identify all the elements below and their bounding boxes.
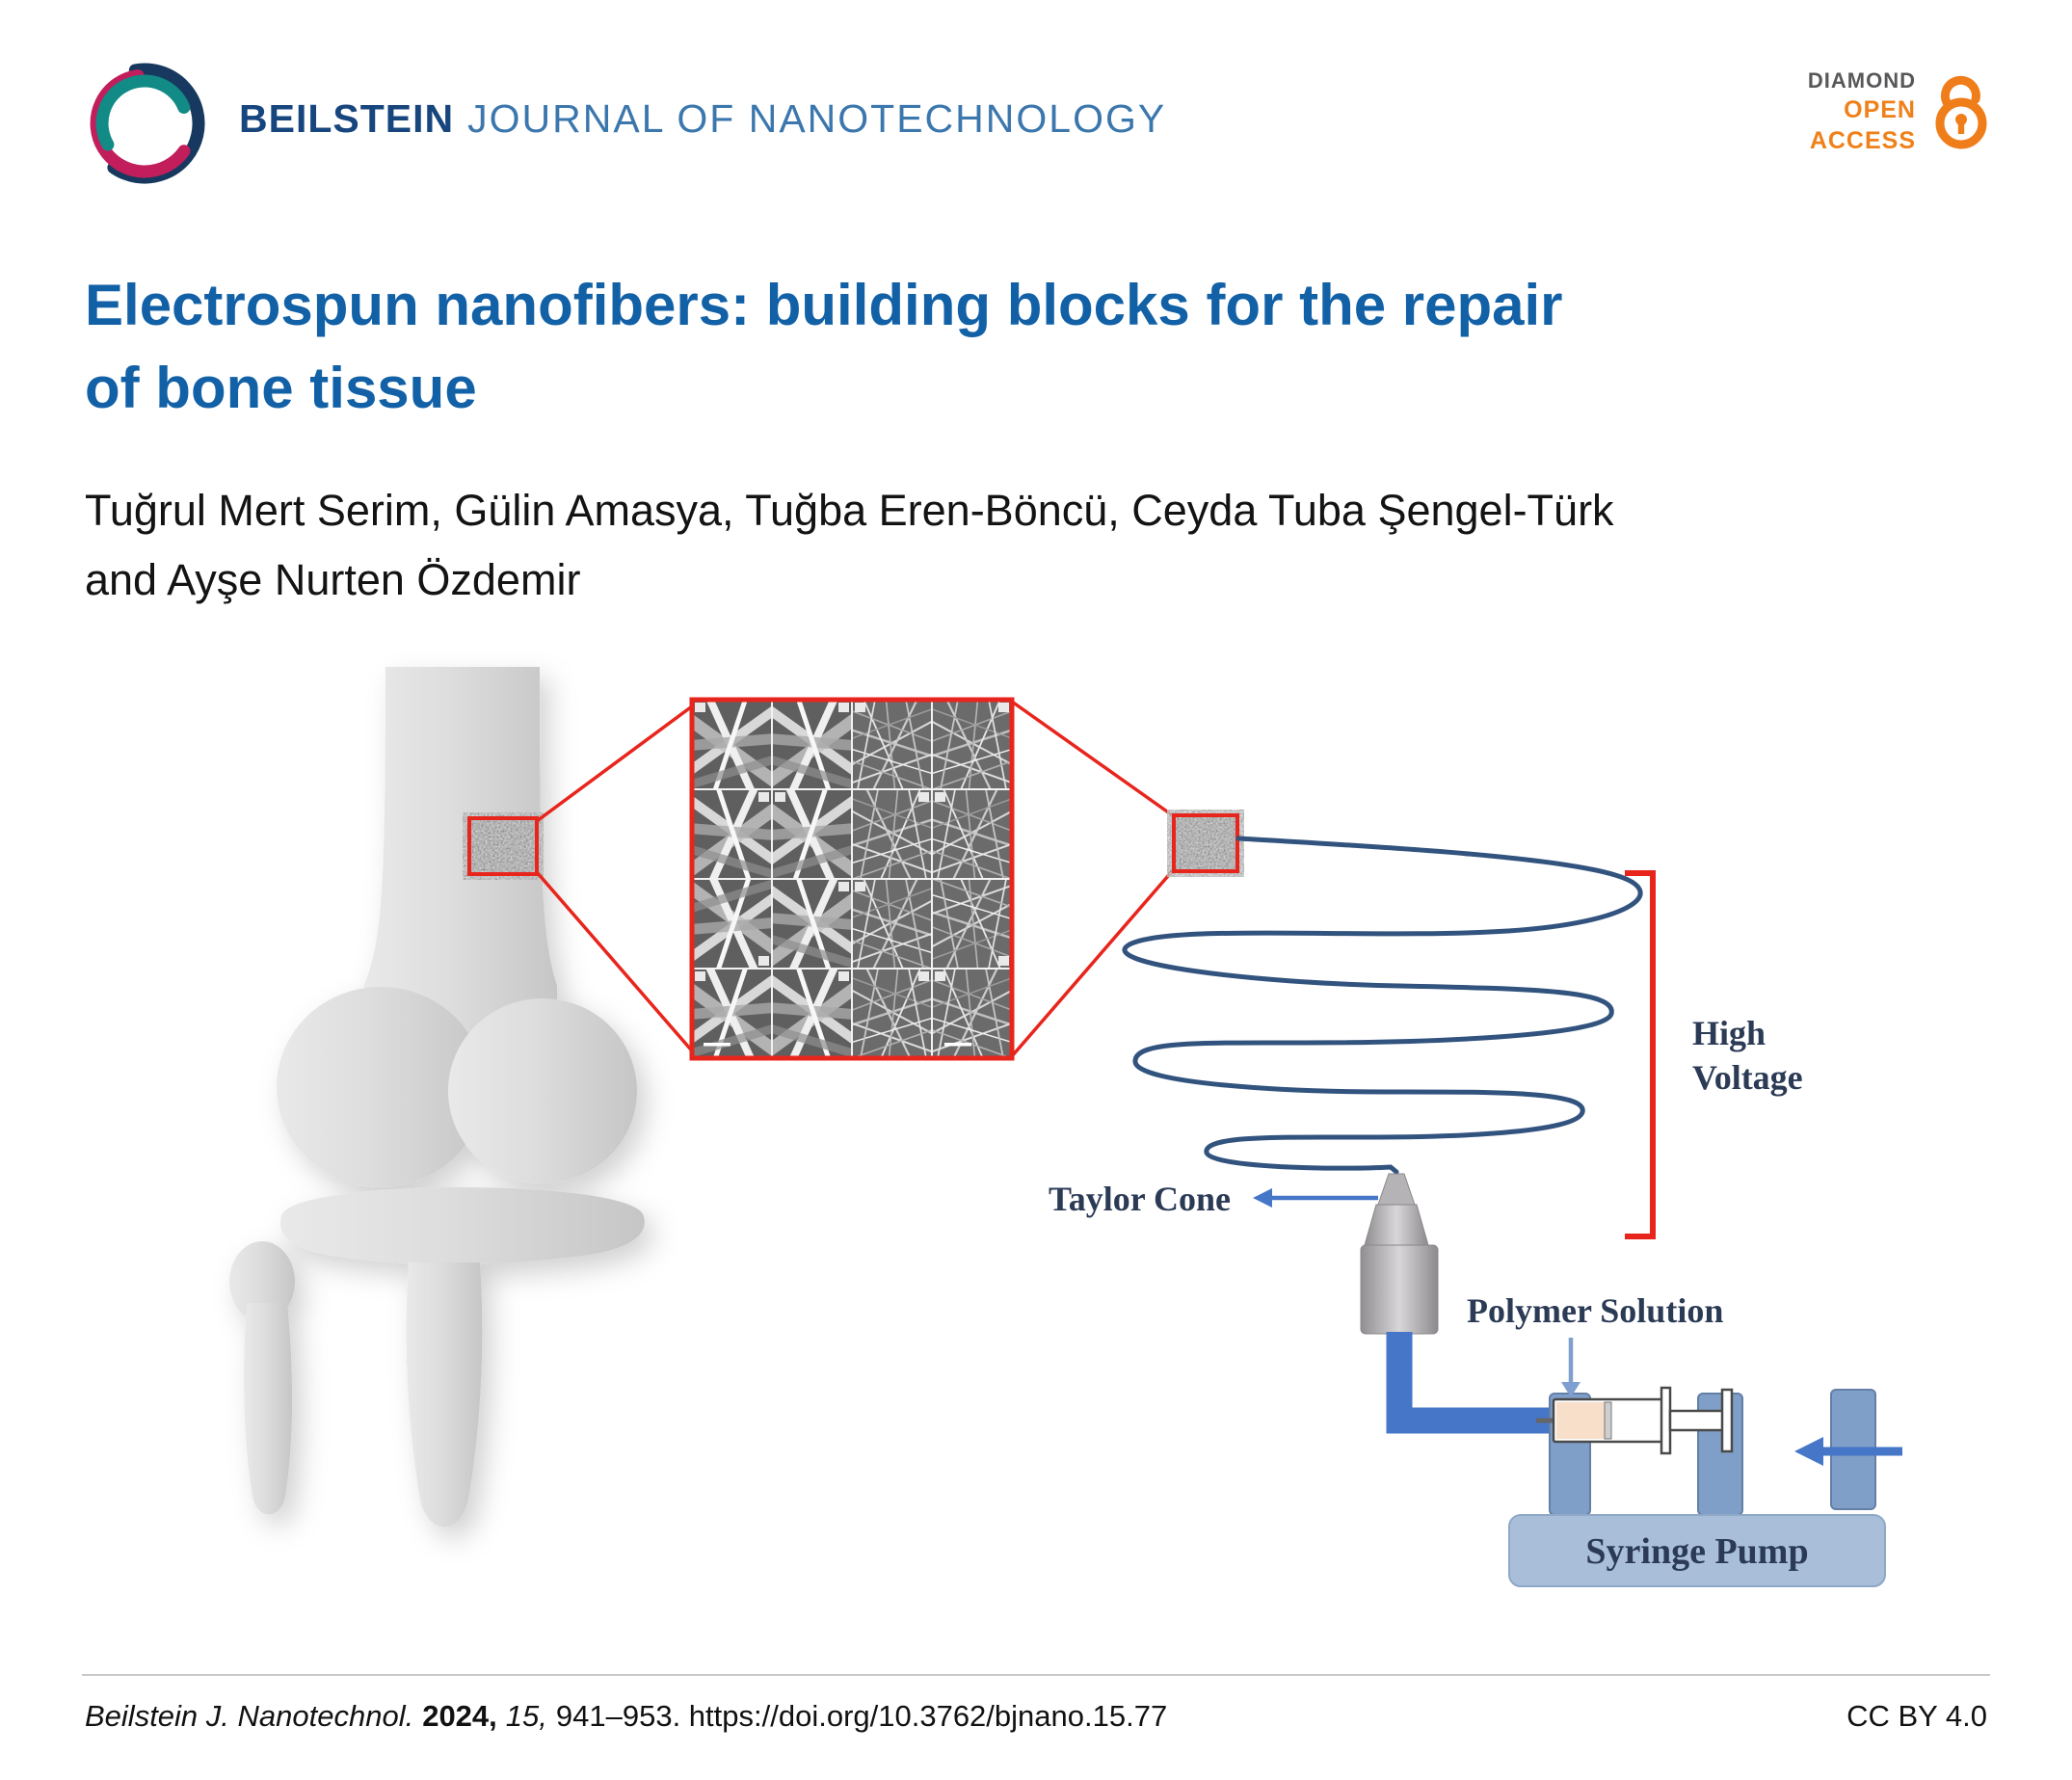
beilstein-swirl-logo [90,63,205,184]
high-voltage-label-line1: High [1692,1014,1766,1052]
zoom-square-right-texture [1174,815,1237,871]
citation-volume: 15, [505,1699,547,1733]
feed-tube [1386,1332,1552,1434]
badge-open-label: OPEN [1844,96,1916,124]
syringe-plunger-seal [1604,1401,1612,1440]
syringe [1536,1386,1734,1455]
citation-journal: Beilstein J. Nanotechnol. [85,1699,414,1733]
spinneret [1360,1173,1439,1335]
lock-shackle [1940,75,1980,109]
pump-feed-arrow [1794,1437,1902,1466]
zoom-square-left [467,816,539,876]
tibia-shaft [406,1262,483,1528]
journal-name-bold: BEILSTEIN [239,96,455,141]
article-title-line2: of bone tissue [85,355,477,420]
article-title: Electrospun nanofibers: building blocks … [85,264,1563,430]
open-access-badge: DIAMOND OPEN ACCESS [1808,67,1995,156]
knee-bone-illustration [229,667,645,1528]
license-label: CC BY 4.0 [1846,1699,1987,1733]
taylor-cone-arrow [1253,1188,1378,1208]
syringe-pump-base [1508,1514,1886,1587]
zoom-square-right-border [1172,813,1239,873]
syringe-solution [1556,1402,1605,1439]
article-title-line1: Electrospun nanofibers: building blocks … [85,273,1563,337]
badge-diamond-label: DIAMOND [1807,68,1916,93]
tibia-plateau [279,1187,645,1265]
zoom-square-left-border [467,816,539,876]
zoom-lines-left [535,702,698,1057]
article-authors: Tuğrul Mert Serim, Gülin Amasya, Tuğba E… [85,476,1614,615]
lock-keyhole-stem [1957,121,1965,135]
citation-pages-doi: 941–953. https://doi.org/10.3762/bjnano.… [555,1699,1168,1733]
journal-name-rest: JOURNAL OF NANOTECHNOLOGY [467,96,1167,141]
polymer-solution-label: Polymer Solution [1467,1291,1723,1330]
sem-grid-separators [692,700,1012,1058]
open-access-badge-text: DIAMOND OPEN ACCESS [1808,67,1916,156]
polymer-solution-arrow [1561,1338,1581,1397]
high-voltage-bracket [1625,870,1656,1239]
taylor-cone-tip [1377,1173,1416,1206]
citation-year: 2024, [422,1699,497,1733]
article-authors-line1: Tuğrul Mert Serim, Gülin Amasya, Tuğba E… [85,486,1614,535]
citation: Beilstein J. Nanotechnol.2024,15,941–953… [85,1699,1167,1734]
femur-condyle-right [448,998,637,1183]
high-voltage-label-line2: Voltage [1692,1058,1803,1097]
zoom-square-left-texture [469,818,537,874]
sem-scale-bar [944,1043,971,1047]
zoom-square-right [1172,813,1239,873]
nozzle-cap [1364,1204,1429,1246]
femur-shaft [364,667,557,985]
fibula-shaft [244,1303,293,1515]
footer-divider [82,1674,1990,1676]
logo-arc-teal [95,74,191,151]
sem-scale-bar [704,1043,731,1047]
zoom-lines-right [1010,700,1176,1058]
syringe-flange [1660,1386,1672,1455]
syringe-plunger-rod [1668,1409,1726,1432]
journal-masthead: BEILSTEIN JOURNAL OF NANOTECHNOLOGY [239,96,1166,142]
badge-access-label: ACCESS [1809,127,1916,155]
article-authors-line2: and Ayşe Nurten Özdemir [85,555,581,604]
sem-nanofiber-grid [689,697,1015,1061]
lock-body [1935,97,1987,149]
taylor-cone-label: Taylor Cone [1049,1180,1231,1218]
nozzle-body [1360,1244,1439,1335]
syringe-thumb-rest [1720,1388,1734,1453]
sem-grid-border [689,697,1015,1061]
femur-condyle-left [277,987,485,1187]
open-access-lock-icon [1935,75,1987,149]
fiber-jet-coil [1122,836,1643,1175]
fibula-head [229,1241,295,1322]
syringe-pump-label: Syringe Pump [1585,1531,1808,1572]
